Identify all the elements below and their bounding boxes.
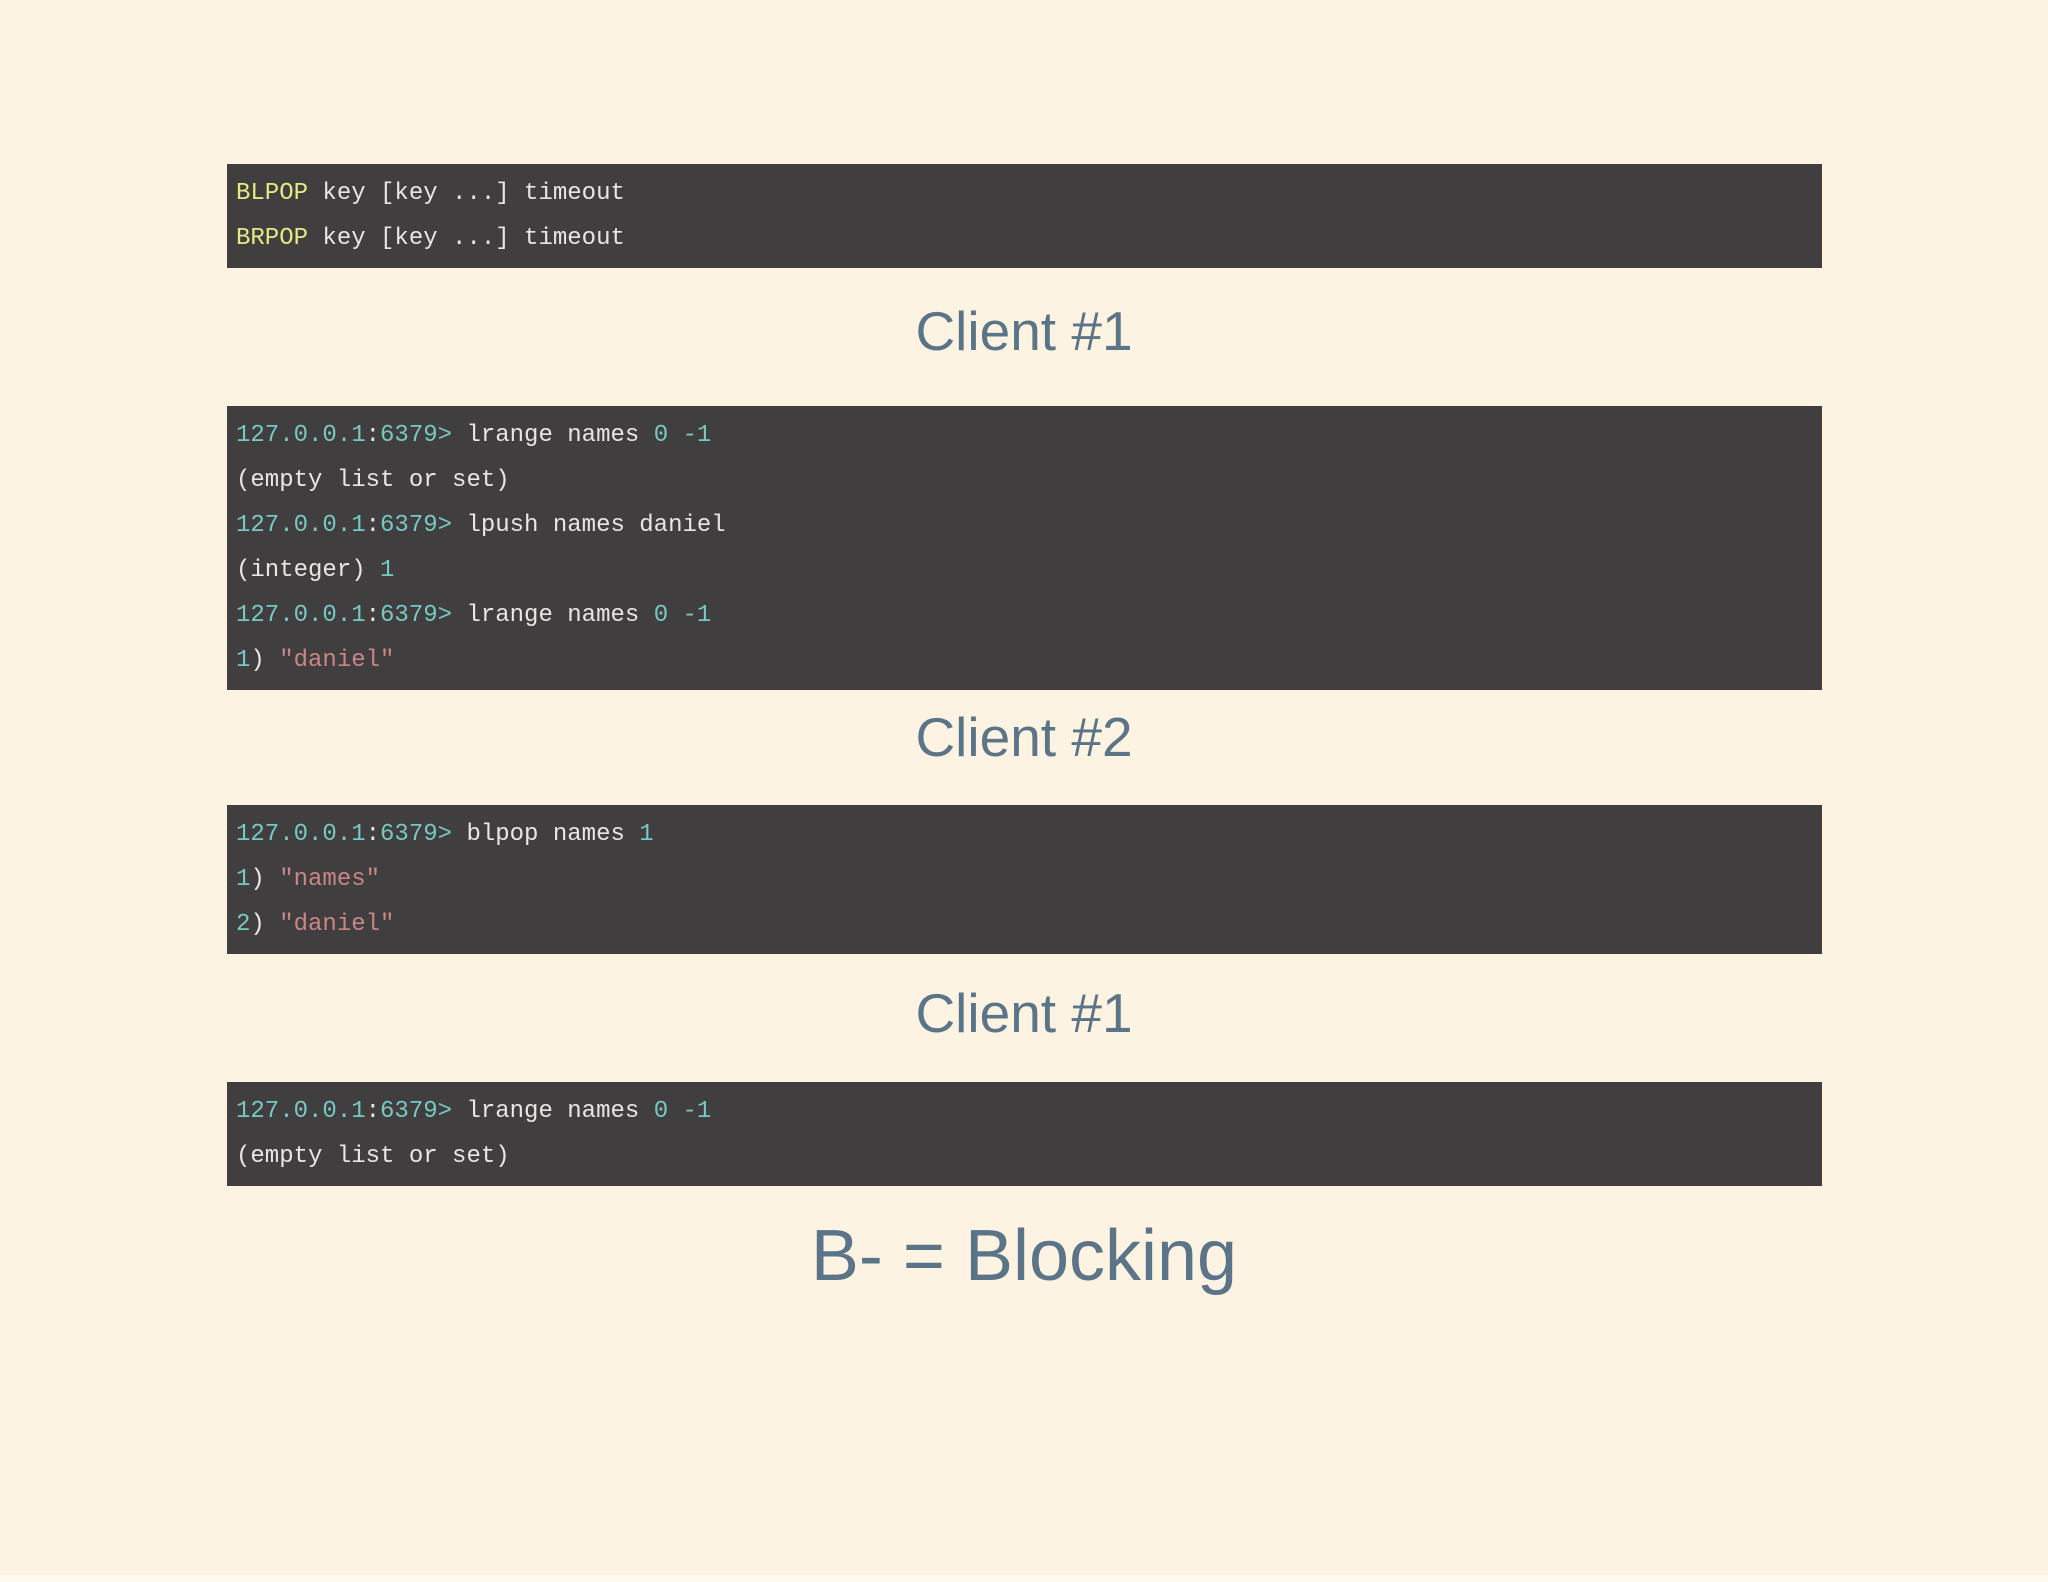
terminal-line: (empty list or set) (236, 1143, 510, 1170)
section-title-client-2: Client #2 (915, 706, 1133, 768)
terminal-line: 127.0.0.1:6379> blpop names 1 (236, 821, 654, 848)
terminal-client1-session: 127.0.0.1:6379> lrange names 0 -1 (empty … (227, 406, 1822, 690)
terminal-client2-session: 127.0.0.1:6379> blpop names 1 1) "names" 2… (227, 805, 1822, 954)
terminal-line: 127.0.0.1:6379> lrange names 0 -1 (236, 1098, 712, 1125)
terminal-client1-after-blpop: 127.0.0.1:6379> lrange names 0 -1 (empty … (227, 1082, 1822, 1186)
terminal-line: 1) "daniel" (236, 647, 395, 674)
terminal-line: 1) "names" (236, 866, 381, 893)
caption-blocking-definition: B- = Blocking (810, 1216, 1238, 1296)
terminal-line: (empty list or set) (236, 467, 510, 494)
terminal-line: 127.0.0.1:6379> lrange names 0 -1 (236, 422, 712, 449)
terminal-line: (integer) 1 (236, 557, 395, 584)
terminal-line: BRPOP key [key ...] timeout (236, 225, 625, 252)
section-title-client-1: Client #1 (915, 300, 1133, 362)
terminal-line: 127.0.0.1:6379> lrange names 0 -1 (236, 602, 712, 629)
terminal-line: 127.0.0.1:6379> lpush names daniel (236, 512, 726, 539)
slide-bottom-edge (0, 1575, 2048, 1582)
section-title-client-1-again: Client #1 (915, 982, 1133, 1044)
terminal-line: 2) "daniel" (236, 911, 395, 938)
terminal-line: BLPOP key [key ...] timeout (236, 180, 625, 207)
